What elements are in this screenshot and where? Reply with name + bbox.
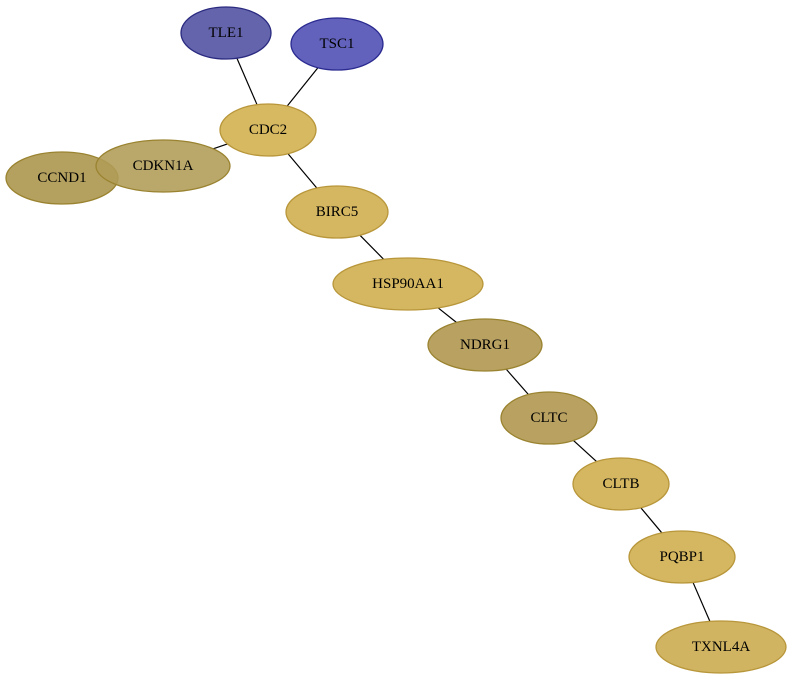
edge-cdkn1a-cdc2	[213, 143, 228, 150]
edge-pqbp1-txnl4a	[692, 582, 711, 622]
node-label-pqbp1: PQBP1	[659, 549, 704, 565]
node-txnl4a[interactable]: TXNL4A	[655, 620, 787, 674]
edge-layer	[213, 57, 711, 622]
node-ellipse-birc5[interactable]	[285, 185, 389, 239]
node-cltc[interactable]: CLTC	[500, 391, 598, 445]
node-ellipse-cltb[interactable]	[572, 457, 670, 511]
node-ellipse-ndrg1[interactable]	[427, 318, 543, 372]
node-ellipse-tsc1[interactable]	[290, 17, 384, 71]
edge-cltc-cltb	[573, 439, 597, 463]
node-pqbp1[interactable]: PQBP1	[628, 530, 736, 584]
node-ellipse-cltc[interactable]	[500, 391, 598, 445]
edge-birc5-hsp90aa1	[359, 234, 385, 260]
node-label-cltc: CLTC	[531, 410, 568, 426]
node-label-txnl4a: TXNL4A	[692, 639, 750, 655]
node-cltb[interactable]: CLTB	[572, 457, 670, 511]
node-label-hsp90aa1: HSP90AA1	[372, 276, 444, 292]
edge-ndrg1-cltc	[505, 368, 529, 395]
edge-cdc2-birc5	[287, 153, 318, 189]
node-birc5[interactable]: BIRC5	[285, 185, 389, 239]
node-ellipse-cdkn1a[interactable]	[95, 139, 231, 193]
node-label-birc5: BIRC5	[316, 204, 359, 220]
node-label-tle1: TLE1	[209, 25, 244, 41]
node-label-ndrg1: NDRG1	[460, 337, 510, 353]
node-cdkn1a[interactable]: CDKN1A	[95, 139, 231, 193]
node-cdc2[interactable]: CDC2	[219, 103, 317, 157]
node-tle1[interactable]: TLE1	[180, 6, 272, 60]
node-label-cdkn1a: CDKN1A	[133, 158, 194, 174]
node-ndrg1[interactable]: NDRG1	[427, 318, 543, 372]
node-ellipse-hsp90aa1[interactable]	[332, 257, 484, 311]
node-tsc1[interactable]: TSC1	[290, 17, 384, 71]
node-ellipse-txnl4a[interactable]	[655, 620, 787, 674]
edge-tsc1-cdc2	[286, 67, 319, 107]
node-label-ccnd1: CCND1	[37, 170, 86, 186]
node-ellipse-tle1[interactable]	[180, 6, 272, 60]
node-ellipse-pqbp1[interactable]	[628, 530, 736, 584]
edge-hsp90aa1-ndrg1	[437, 307, 457, 323]
node-hsp90aa1[interactable]: HSP90AA1	[332, 257, 484, 311]
edge-tle1-cdc2	[236, 57, 258, 105]
node-label-tsc1: TSC1	[319, 36, 354, 52]
node-ellipse-cdc2[interactable]	[219, 103, 317, 157]
node-label-cltb: CLTB	[603, 476, 640, 492]
node-label-cdc2: CDC2	[249, 122, 287, 138]
edge-cltb-pqbp1	[640, 507, 663, 534]
node-ccnd1[interactable]: CCND1	[5, 151, 119, 205]
